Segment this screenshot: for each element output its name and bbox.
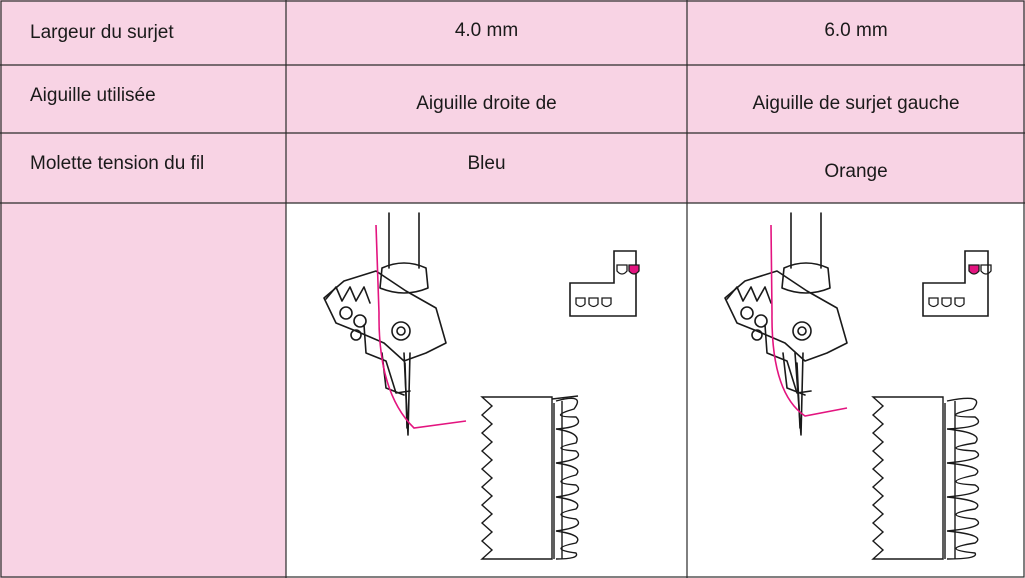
- row-stitch-width-value-6mm: 6.0 mm: [687, 0, 1025, 65]
- cell-text: 4.0 mm: [454, 20, 519, 41]
- row-needle-label: Aiguille utilisée: [0, 65, 286, 133]
- presser-foot-right-needle-illustration: [323, 212, 640, 560]
- row-tension-dial-value-blue: Bleu: [286, 133, 687, 203]
- row-stitch-width-label: Largeur du surjet: [0, 0, 286, 65]
- needle-position-indicator-icon: [922, 250, 992, 317]
- row-tension-dial-value-orange: Orange: [687, 133, 1025, 203]
- overlock-stitch-sample-4mm: [480, 395, 580, 560]
- row-stitch-width-value-4mm: 4.0 mm: [286, 0, 687, 65]
- cell-text: Aiguille droite de: [416, 93, 557, 114]
- row-needle-value-right: Aiguille droite de: [286, 65, 687, 133]
- row-tension-dial-label: Molette tension du fil: [0, 133, 286, 203]
- cell-text: 6.0 mm: [824, 20, 888, 41]
- overlock-stitch-sample-6mm: [871, 396, 980, 560]
- cell-text: Aiguille de surjet gauche: [752, 93, 960, 114]
- row-illustration-label-empty: [0, 203, 286, 578]
- row-needle-value-left: Aiguille de surjet gauche: [687, 65, 1025, 133]
- cell-text: Bleu: [467, 153, 506, 174]
- row-label-text: Molette tension du fil: [30, 153, 205, 174]
- row-label-text: Largeur du surjet: [30, 21, 174, 43]
- cell-text: Orange: [824, 161, 888, 182]
- needle-position-indicator-icon: [569, 250, 640, 317]
- row-label-text: Aiguille utilisée: [30, 85, 156, 106]
- presser-foot-left-needle-illustration: [724, 212, 992, 560]
